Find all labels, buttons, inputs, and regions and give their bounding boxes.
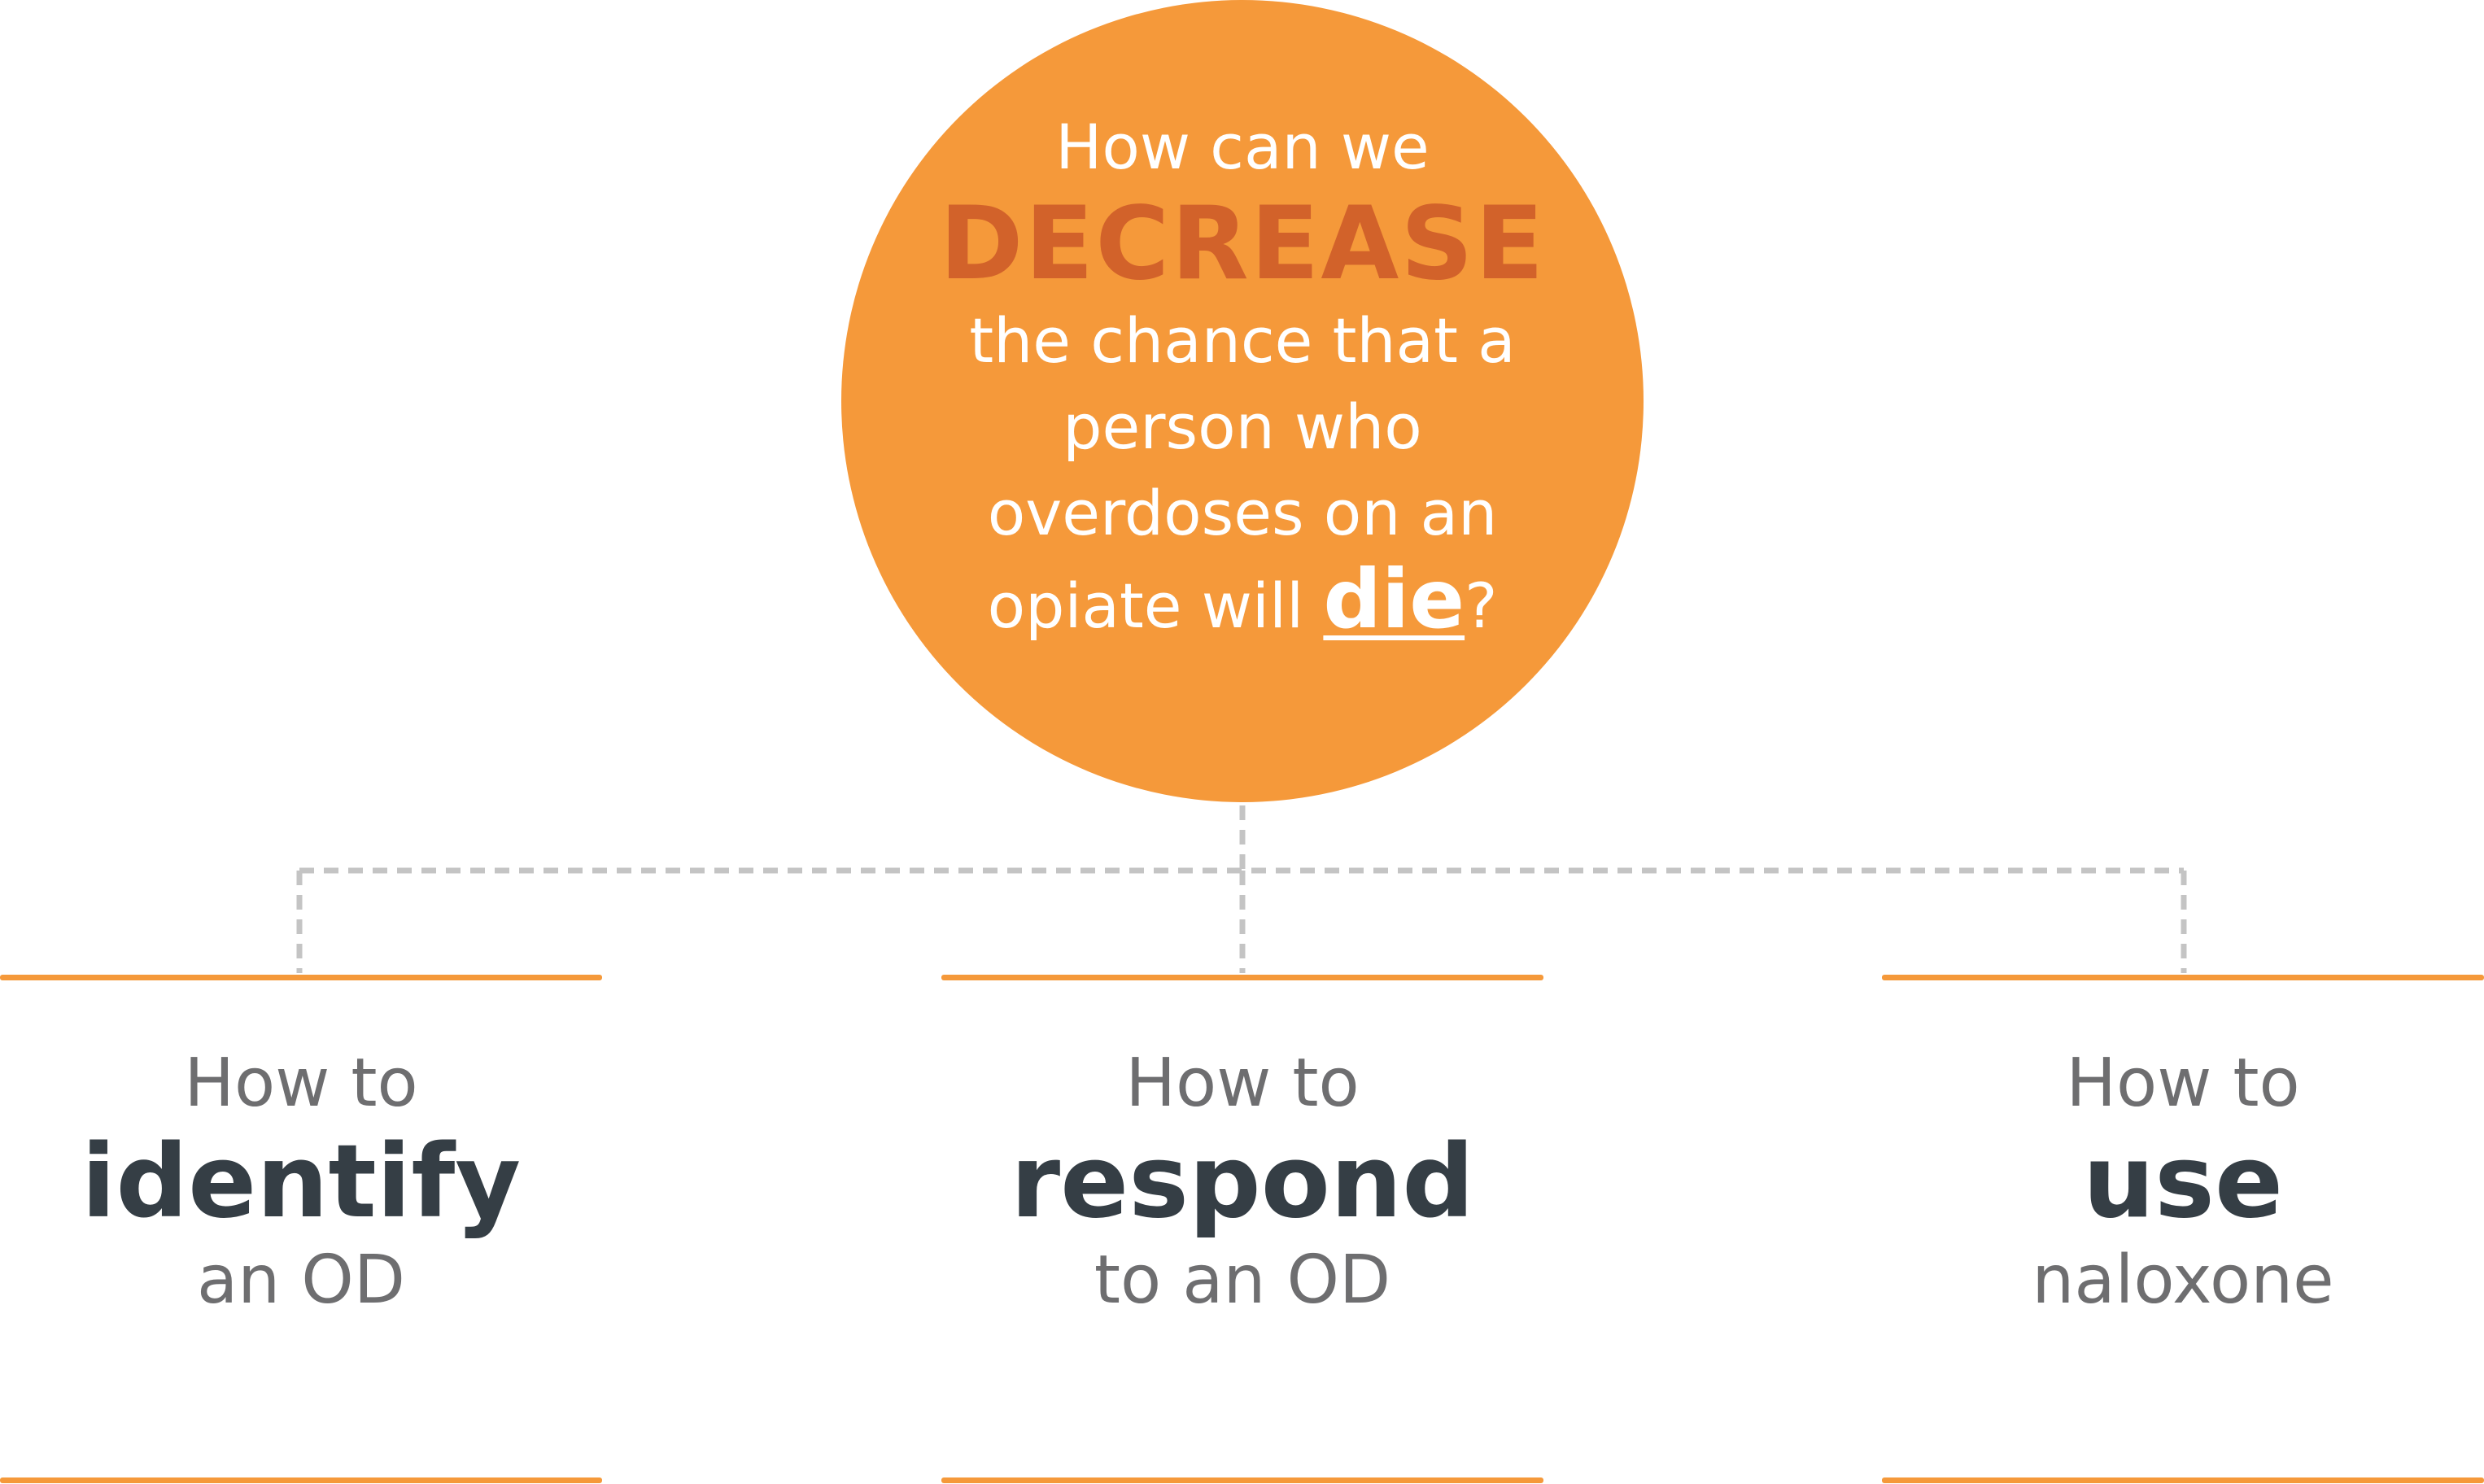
- branch-respond: How to respond to an OD: [941, 1043, 1543, 1321]
- question-line-6-post: ?: [1465, 570, 1498, 642]
- question-line-5: overdoses on an: [987, 477, 1498, 549]
- question-line-3: the chance that a: [969, 304, 1516, 377]
- branch-2-key: respond: [1010, 1124, 1475, 1241]
- question-line-6: opiate will die?: [887, 556, 1598, 649]
- question-line-6-pre: opiate will: [987, 570, 1324, 642]
- branch-2-bottom-bar: [941, 1477, 1543, 1483]
- question-keyword-die: die: [1323, 552, 1465, 647]
- branch-1-bottom-bar: [0, 1477, 602, 1483]
- branch-2-pre: How to: [1125, 1045, 1360, 1122]
- branch-2-post: to an OD: [1094, 1242, 1391, 1319]
- branch-1-top-bar: [0, 975, 602, 980]
- branch-1-post: an OD: [197, 1242, 405, 1319]
- question-line-1: How can we: [1055, 111, 1430, 183]
- branch-1-pre: How to: [184, 1045, 418, 1122]
- branch-3-key: use: [2082, 1124, 2284, 1241]
- branch-2-top-bar: [941, 975, 1543, 980]
- question-emphasis: DECREASE: [939, 186, 1546, 303]
- branch-identify: How to identify an OD: [0, 1043, 602, 1321]
- question-circle: [841, 0, 1644, 802]
- branch-3-post: naloxone: [2032, 1242, 2334, 1319]
- question-line-4: person who: [1063, 391, 1422, 463]
- branch-1-key: identify: [81, 1124, 522, 1241]
- branch-use: How to use naloxone: [1882, 1043, 2484, 1321]
- central-question: How can we DECREASE the chance that a pe…: [887, 104, 1598, 649]
- branch-3-bottom-bar: [1882, 1477, 2484, 1483]
- branch-3-pre: How to: [2066, 1045, 2300, 1122]
- branch-3-top-bar: [1882, 975, 2484, 980]
